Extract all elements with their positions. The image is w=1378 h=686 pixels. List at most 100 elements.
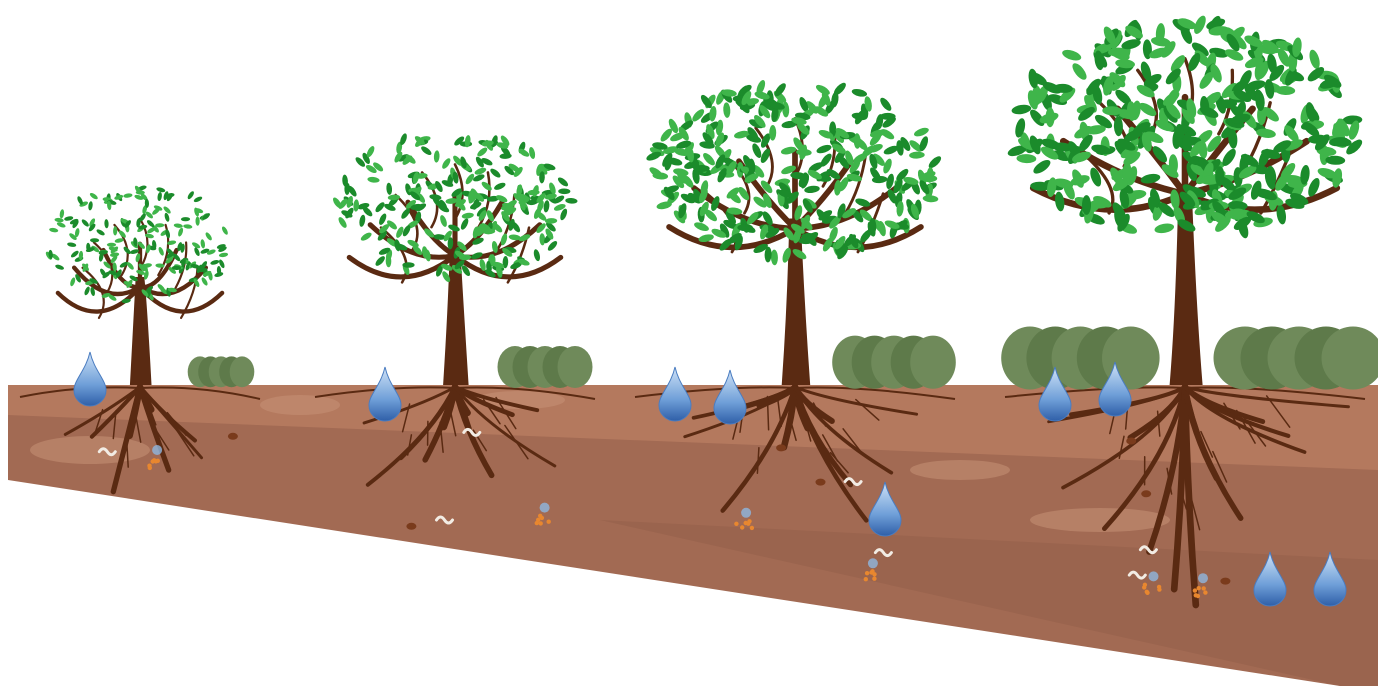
microbe-dot [147, 464, 151, 468]
leaf [476, 146, 489, 158]
leaf [83, 286, 90, 296]
leaf [69, 277, 76, 287]
leaf [107, 243, 116, 247]
microbe-dot [547, 520, 551, 524]
microbe-dot [1202, 586, 1206, 590]
water-bubble [741, 508, 751, 518]
leaf [493, 181, 506, 191]
leaf [878, 96, 893, 113]
leaf [922, 195, 938, 203]
leaf [1264, 79, 1275, 100]
leaf [164, 212, 171, 222]
leaf [200, 276, 208, 286]
leaf [104, 219, 109, 228]
shrub-clump [230, 356, 255, 387]
water-drop [74, 352, 106, 406]
microbe-dot [872, 577, 876, 581]
leaf [374, 255, 387, 268]
leaf [157, 192, 163, 202]
water-bubble [152, 445, 162, 455]
leaf [113, 226, 117, 235]
soil-beetle [406, 523, 416, 530]
microbe-dot [865, 571, 869, 575]
shrub-stage-2 [498, 346, 593, 388]
shrub-clump [910, 336, 956, 389]
soil-patch [260, 395, 340, 415]
leaf [358, 214, 366, 227]
leaf [1054, 191, 1066, 212]
leaf [771, 249, 779, 265]
leaf [909, 151, 925, 159]
leaf [558, 188, 570, 194]
leaf [1061, 48, 1083, 63]
microbe-dot [734, 522, 738, 526]
leaf [461, 212, 474, 219]
shrub-clump [558, 346, 593, 388]
leaf [49, 227, 59, 233]
leaf [219, 252, 229, 258]
water-bubble [540, 503, 550, 513]
leaf [804, 185, 820, 194]
microbe-dot [1203, 590, 1207, 594]
soil-patch [910, 460, 1010, 480]
microbe-dot [740, 525, 744, 529]
leaf [157, 246, 164, 256]
leaf [796, 148, 812, 156]
leaf [200, 239, 206, 249]
water-drop [659, 367, 691, 421]
leaf [565, 198, 578, 204]
leaf [501, 205, 513, 211]
leaf [439, 214, 448, 227]
soil-beetle [776, 444, 786, 451]
leaf [459, 217, 470, 230]
leaf [1070, 61, 1089, 82]
leaf [70, 250, 80, 259]
microbe-dot [151, 459, 155, 463]
microbe-dot [1145, 591, 1149, 595]
water-bubble [1198, 573, 1208, 583]
leaf [1016, 154, 1036, 164]
microbe-dot [1197, 586, 1201, 590]
tree-stage-1 [45, 185, 229, 385]
soil-beetle [1141, 490, 1151, 497]
leaf [433, 150, 439, 163]
leaf [195, 216, 199, 225]
microbe-dot [539, 521, 543, 525]
microbe-dot [538, 514, 542, 518]
leaf [89, 192, 99, 201]
leaf [815, 143, 832, 155]
leaf [441, 157, 452, 170]
leaf [156, 187, 166, 194]
leaf [402, 262, 414, 268]
leaf [420, 145, 433, 157]
leaf [367, 176, 380, 183]
soil-patch [1030, 508, 1170, 532]
shrub-stage-3 [832, 336, 956, 389]
leaf [193, 247, 201, 257]
leaf [480, 180, 493, 192]
microbe-dot [746, 522, 750, 526]
leaf [528, 146, 536, 159]
microbe-dot [1157, 585, 1161, 589]
leaf [374, 201, 386, 214]
leaf [56, 221, 66, 228]
leaf [353, 199, 359, 211]
leaf [204, 231, 213, 241]
leaf [67, 242, 77, 248]
leaf [388, 194, 401, 200]
leaf [81, 218, 90, 227]
leaf [221, 226, 229, 236]
leaf [1011, 104, 1032, 116]
soil-beetle [816, 479, 826, 486]
leaf [1082, 195, 1091, 215]
leaf [378, 212, 388, 225]
leaf [539, 233, 545, 245]
leaf [59, 209, 65, 219]
leaf [54, 217, 64, 222]
microbe-dot [1194, 593, 1198, 597]
soil-beetle [228, 433, 238, 440]
water-bubble [868, 558, 878, 568]
leaf [1331, 167, 1344, 188]
leaf [186, 190, 195, 200]
leaf [913, 126, 930, 138]
